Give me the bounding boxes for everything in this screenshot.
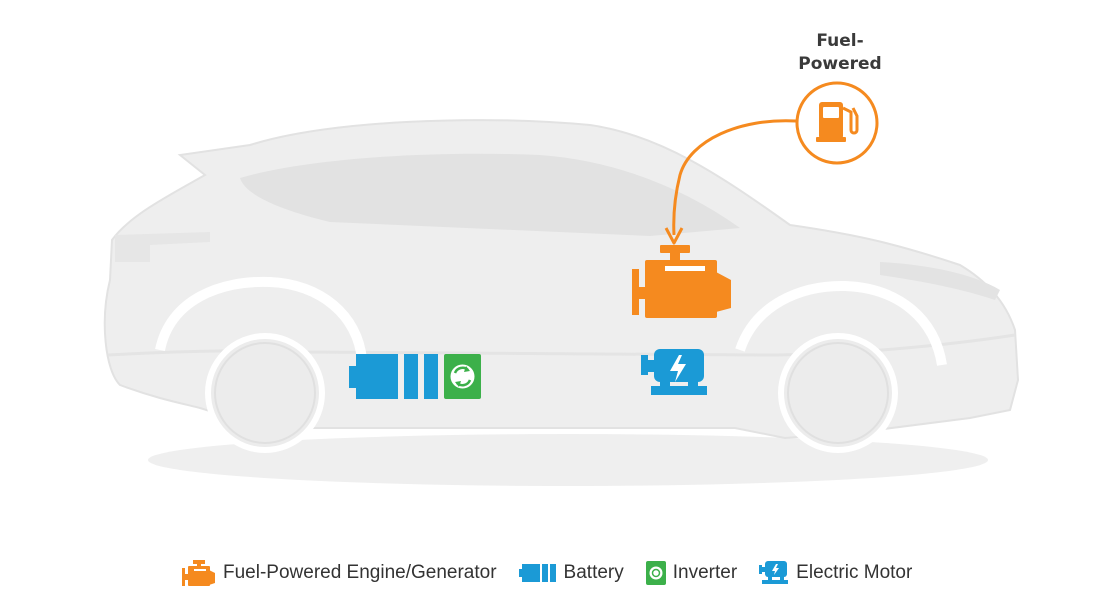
front-wheel-arch (735, 280, 947, 366)
engine-icon (182, 560, 215, 586)
legend-label-motor: Electric Motor (796, 562, 913, 583)
engine-icon (632, 245, 731, 318)
legend-item-engine: Fuel-Powered Engine/Generator (182, 560, 497, 586)
front-wheel (778, 333, 898, 453)
car-taillight (115, 232, 210, 262)
ground-shadow (148, 434, 988, 486)
electric-motor-icon (641, 349, 707, 395)
legend: Fuel-Powered Engine/Generator Battery In… (182, 556, 912, 590)
legend-label-inverter: Inverter (672, 562, 738, 583)
battery-icon (349, 354, 438, 399)
electric-motor-icon (759, 561, 789, 584)
legend-label-battery: Battery (563, 562, 624, 583)
rear-wheel (205, 333, 325, 453)
legend-label-engine: Fuel-Powered Engine/Generator (223, 562, 497, 583)
rear-wheel-arch (155, 276, 367, 361)
inverter-icon (444, 354, 481, 399)
front-wheel-hub (787, 342, 889, 444)
fuel-pump-icon (816, 102, 859, 142)
rear-wheel-hub (214, 342, 316, 444)
inverter-icon (645, 561, 666, 585)
fuel-powered-callout: Fuel- Powered (780, 30, 900, 76)
legend-item-motor: Electric Motor (759, 560, 912, 586)
legend-item-battery: Battery (518, 562, 624, 584)
callout-line-1: Fuel- (816, 31, 864, 51)
arrow-head (664, 227, 684, 245)
callout-line-2: Powered (798, 54, 882, 74)
car-headlight (880, 262, 1000, 300)
car-window (240, 153, 740, 236)
car-side-line (107, 333, 1016, 357)
battery-icon (518, 564, 556, 582)
fuel-to-engine-arrow (672, 119, 797, 236)
legend-item-inverter: Inverter (645, 561, 738, 585)
